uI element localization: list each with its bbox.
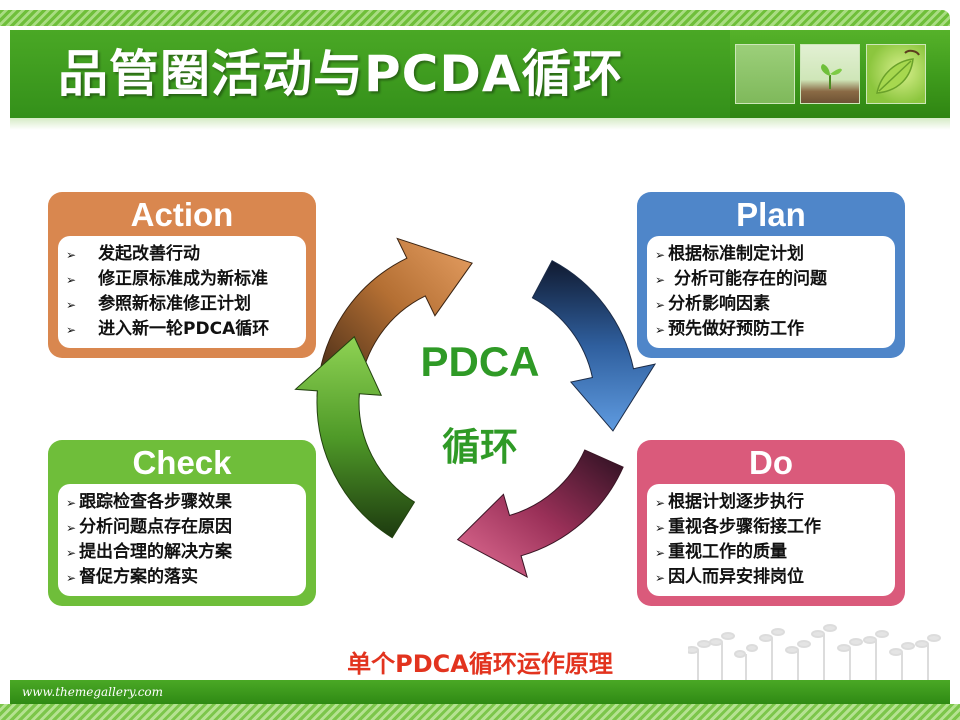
check-title: Check (132, 444, 232, 481)
do-list: ➢根据计划逐步执行 ➢重视各步骤衔接工作 ➢重视工作的质量 ➢因人而异安排岗位 (647, 484, 895, 596)
page-title: 品管圈活动与PCDA循环 (58, 45, 624, 103)
action-box: Action ➢发起改善行动 ➢修正原标准成为新标准 ➢参照新标准修正计划 ➢进… (48, 192, 316, 358)
header-shadow (10, 118, 950, 130)
leaf-thumbnail (866, 44, 926, 104)
do-box: Do ➢根据计划逐步执行 ➢重视各步骤衔接工作 ➢重视工作的质量 ➢因人而异安排… (637, 440, 905, 606)
bullet-arrow-icon: ➢ (655, 248, 666, 262)
list-item: ➢预先做好预防工作 (655, 319, 805, 339)
check-list: ➢跟踪检查各步骤效果 ➢分析问题点存在原因 ➢提出合理的解决方案 ➢督促方案的落… (58, 484, 306, 596)
diagram-caption: 单个PDCA循环运作原理 (347, 650, 613, 678)
pdca-cycle-diagram (294, 237, 657, 578)
pdca-label: PDCA (420, 338, 540, 385)
cycle-label: 循环 (441, 425, 518, 469)
sprout-icon (821, 64, 842, 89)
action-title: Action (130, 196, 234, 233)
list-item: ➢重视工作的质量 (655, 542, 788, 562)
footer-bar (10, 680, 950, 704)
header-title-panel (10, 30, 730, 118)
list-item: ➢ 分析可能存在的问题 (655, 269, 827, 289)
bullet-arrow-icon: ➢ (66, 298, 77, 312)
bullet-arrow-icon: ➢ (66, 248, 77, 262)
list-item: ➢进入新一轮PDCA循环 (66, 319, 270, 339)
leaf-icon (876, 49, 920, 94)
sprout-thumbnail (800, 44, 860, 104)
bullet-arrow-icon: ➢ (655, 496, 666, 510)
plan-box: Plan ➢根据标准制定计划 ➢ 分析可能存在的问题 ➢分析影响因素 ➢预先做好… (637, 192, 905, 358)
bullet-arrow-icon: ➢ (655, 273, 666, 287)
bullet-arrow-icon: ➢ (66, 571, 77, 585)
footer-website: www.themegallery.com (22, 685, 164, 699)
list-item: ➢发起改善行动 (66, 244, 201, 264)
bullet-arrow-icon: ➢ (655, 521, 666, 535)
list-item: ➢修正原标准成为新标准 (66, 269, 269, 289)
check-arrow (294, 335, 416, 539)
bullet-arrow-icon: ➢ (66, 496, 77, 510)
do-title: Do (749, 444, 793, 481)
plan-list: ➢根据标准制定计划 ➢ 分析可能存在的问题 ➢分析影响因素 ➢预先做好预防工作 (647, 236, 895, 348)
bullet-arrow-icon: ➢ (66, 323, 77, 337)
bullet-arrow-icon: ➢ (655, 571, 666, 585)
sprouts-decoration-icon (688, 624, 941, 682)
bullet-arrow-icon: ➢ (655, 298, 666, 312)
footer-stripe (0, 704, 960, 720)
do-arrow (456, 449, 624, 578)
list-item: ➢因人而异安排岗位 (655, 567, 805, 587)
action-list: ➢发起改善行动 ➢修正原标准成为新标准 ➢参照新标准修正计划 ➢进入新一轮PDC… (58, 236, 306, 348)
list-item: ➢督促方案的落实 (66, 567, 199, 587)
plan-arrow (531, 260, 657, 432)
bullet-arrow-icon: ➢ (66, 546, 77, 560)
bullet-arrow-icon: ➢ (655, 546, 666, 560)
list-item: ➢根据标准制定计划 (655, 244, 805, 264)
list-item: ➢提出合理的解决方案 (66, 542, 233, 562)
check-box: Check ➢跟踪检查各步骤效果 ➢分析问题点存在原因 ➢提出合理的解决方案 ➢… (48, 440, 316, 606)
list-item: ➢分析影响因素 (655, 294, 771, 314)
plan-title: Plan (736, 196, 806, 233)
green-thumbnail (735, 44, 795, 104)
list-item: ➢分析问题点存在原因 (66, 517, 233, 537)
bullet-arrow-icon: ➢ (66, 521, 77, 535)
header-top-stripe (0, 10, 950, 26)
list-item: ➢重视各步骤衔接工作 (655, 517, 822, 537)
list-item: ➢参照新标准修正计划 (66, 294, 252, 314)
bullet-arrow-icon: ➢ (655, 323, 666, 337)
list-item: ➢根据计划逐步执行 (655, 492, 805, 512)
list-item: ➢跟踪检查各步骤效果 (66, 492, 233, 512)
bullet-arrow-icon: ➢ (66, 273, 77, 287)
